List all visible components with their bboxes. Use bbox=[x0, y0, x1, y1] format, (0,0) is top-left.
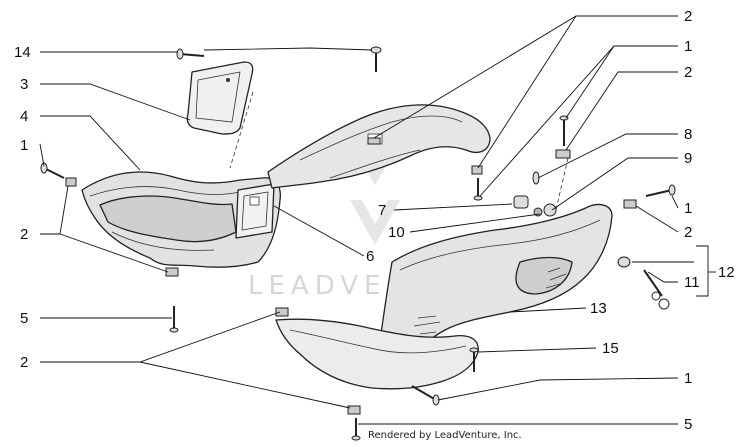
callout-5-left: 5 bbox=[20, 310, 28, 327]
callout-1-bottom: 1 bbox=[684, 370, 692, 387]
callout-1-left: 1 bbox=[20, 137, 28, 154]
screw-part-1-center bbox=[473, 178, 483, 201]
render-credit: Rendered by LeadVenture, Inc. bbox=[368, 430, 522, 441]
clip-part-2-top bbox=[367, 137, 381, 145]
lock-cylinder-part-7 bbox=[513, 195, 529, 209]
callout-2-top: 2 bbox=[684, 8, 692, 25]
dashed-guide-rear bbox=[555, 157, 569, 211]
leader-lines bbox=[39, 15, 716, 425]
clip-part-2-bottom-center bbox=[347, 405, 361, 415]
screw-part-1-right bbox=[645, 184, 676, 197]
callout-9: 9 bbox=[684, 150, 692, 167]
hardware bbox=[40, 46, 676, 441]
rear-side-cover-part-13 bbox=[371, 203, 613, 379]
callout-12: 12 bbox=[718, 264, 735, 281]
callout-5-bottom: 5 bbox=[684, 416, 692, 433]
screw-part-1-bottom bbox=[411, 385, 440, 406]
clip-part-2-upper-right bbox=[555, 149, 571, 159]
screw-part-15 bbox=[469, 347, 479, 372]
screw-part-5-bottom bbox=[351, 418, 361, 441]
screw-part-1-left bbox=[40, 162, 65, 179]
callout-11: 11 bbox=[684, 274, 700, 291]
floor-panel bbox=[275, 315, 479, 390]
callouts: 14 3 4 1 2 5 2 2 1 2 8 9 7 1 10 2 6 12 1… bbox=[14, 8, 735, 433]
screw-part-1-upper-right bbox=[559, 115, 569, 146]
callout-4: 4 bbox=[20, 108, 28, 125]
spring-part-9 bbox=[543, 203, 557, 217]
callout-2-left: 2 bbox=[20, 226, 28, 243]
front-shield-part-4 bbox=[81, 171, 281, 268]
clip-part-2-left bbox=[65, 177, 77, 187]
callout-2-bottom-left: 2 bbox=[20, 354, 28, 371]
callout-6: 6 bbox=[366, 248, 374, 265]
callout-13: 13 bbox=[590, 300, 607, 317]
callout-1-right: 1 bbox=[684, 200, 692, 217]
callout-2-upper-right: 2 bbox=[684, 64, 692, 81]
lock-part-12 bbox=[617, 256, 631, 268]
clip-part-2-lower-left bbox=[165, 267, 179, 277]
callout-10: 10 bbox=[388, 224, 405, 241]
screw-part-5-left bbox=[169, 306, 179, 333]
dashed-guide-hatch bbox=[229, 91, 254, 169]
callout-1-top: 1 bbox=[684, 38, 692, 55]
callout-7: 7 bbox=[378, 202, 386, 219]
callout-14: 14 bbox=[14, 44, 31, 61]
callout-3: 3 bbox=[20, 76, 28, 93]
clip-part-2-center bbox=[471, 165, 483, 175]
clip-part-2-bottom bbox=[275, 307, 289, 317]
inspection-hatch-part-3 bbox=[186, 61, 254, 135]
keys-part-11 bbox=[643, 269, 670, 310]
callout-2-right: 2 bbox=[684, 224, 692, 241]
clip-part-2-right bbox=[623, 199, 637, 209]
callout-15: 15 bbox=[602, 340, 619, 357]
screw-part-14 bbox=[176, 48, 205, 60]
grille-frame-part-6 bbox=[235, 183, 275, 239]
callout-8: 8 bbox=[684, 126, 692, 143]
screw-part-14-top bbox=[370, 46, 382, 72]
